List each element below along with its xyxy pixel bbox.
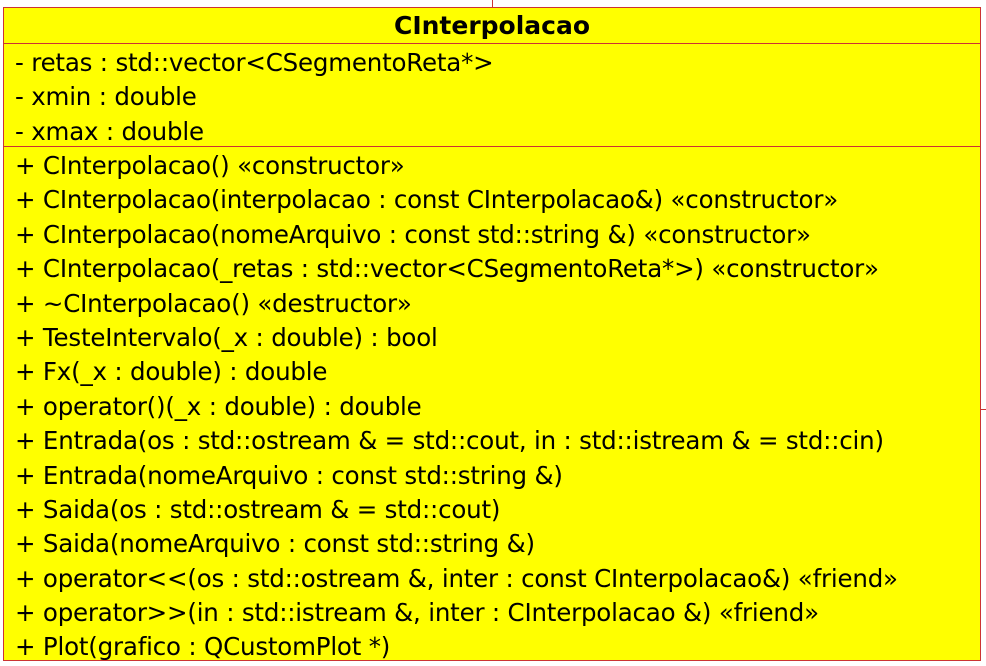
class-name: CInterpolacao <box>4 8 980 44</box>
attribute-retas: - retas : std::vector<CSegmentoReta*> <box>15 48 494 77</box>
attribute-xmax: - xmax : double <box>15 116 204 146</box>
operation-entrada-file: + Entrada(nomeArquivo : const std::strin… <box>15 460 563 490</box>
operation-constructor-copy: + CInterpolacao(interpolacao : const CIn… <box>15 185 838 215</box>
operation-constructor-retas: + CInterpolacao(_retas : std::vector<CSe… <box>15 254 879 284</box>
operation-plot: + Plot(grafico : QCustomPlot *) <box>15 632 391 662</box>
operation-input-operator: + operator>>(in : std::istream &, inter … <box>15 598 819 628</box>
operation-constructor-file: + CInterpolacao(nomeArquivo : const std:… <box>15 219 811 249</box>
operation-call-operator: + operator()(_x : double) : double <box>15 391 422 421</box>
connector-tick-right <box>981 409 986 410</box>
operation-fx: + Fx(_x : double) : double <box>15 357 328 387</box>
operation-saida-stream: + Saida(os : std::ostream & = std::cout) <box>15 494 501 524</box>
operation-constructor-default: + CInterpolacao() «constructor» <box>15 151 405 180</box>
uml-class-box[interactable]: CInterpolacao - retas : std::vector<CSeg… <box>3 7 981 661</box>
operation-destructor: + ~CInterpolacao() «destructor» <box>15 288 412 318</box>
connector-tick-top <box>492 0 493 7</box>
attribute-xmin: - xmin : double <box>15 82 197 112</box>
attributes-compartment: - retas : std::vector<CSegmentoReta*> - … <box>4 44 980 147</box>
operation-saida-file: + Saida(nomeArquivo : const std::string … <box>15 529 535 559</box>
operation-output-operator: + operator<<(os : std::ostream &, inter … <box>15 563 898 593</box>
operations-compartment: + CInterpolacao() «constructor» + CInter… <box>4 147 980 665</box>
operation-entrada-streams: + Entrada(os : std::ostream & = std::cou… <box>15 426 884 456</box>
operation-teste-intervalo: + TesteIntervalo(_x : double) : bool <box>15 322 438 352</box>
